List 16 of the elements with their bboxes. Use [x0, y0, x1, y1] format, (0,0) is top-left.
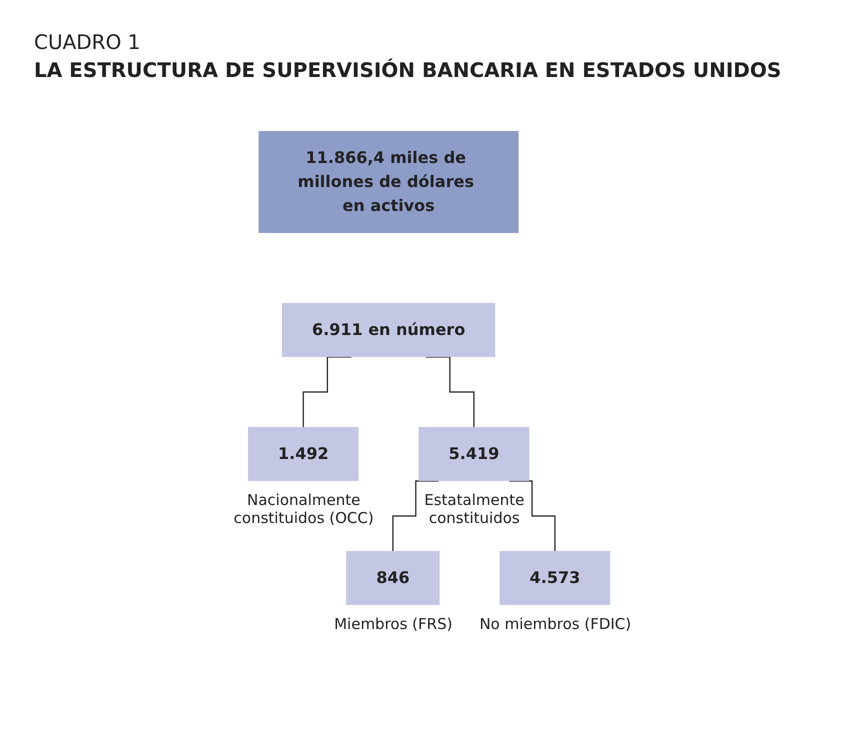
node-box: 1.492 — [248, 427, 359, 481]
connector — [303, 356, 352, 428]
node-caption: No miembros (FDIC) — [478, 614, 632, 633]
connector — [510, 480, 556, 552]
node-caption: Nacionalmente constituidos (OCC) — [232, 490, 375, 527]
node-box: 11.866,4 miles de millones de dólares en activos — [259, 131, 519, 233]
node-caption: Estatalmente constituidos — [423, 490, 526, 527]
node-box: 4.573 — [500, 551, 611, 605]
diagram-title: LA ESTRUCTURA DE SUPERVISIÓN BANCARIA EN ESTADOS UNIDOS — [34, 58, 782, 82]
node-box: 5.419 — [419, 427, 530, 481]
node-box: 846 — [346, 551, 440, 605]
connector — [392, 480, 440, 552]
figure-number: CUADRO 1 — [34, 30, 142, 54]
node-box: 6.911 en número — [282, 303, 496, 357]
node-caption: Miembros (FRS) — [333, 614, 454, 633]
connector — [426, 356, 475, 428]
